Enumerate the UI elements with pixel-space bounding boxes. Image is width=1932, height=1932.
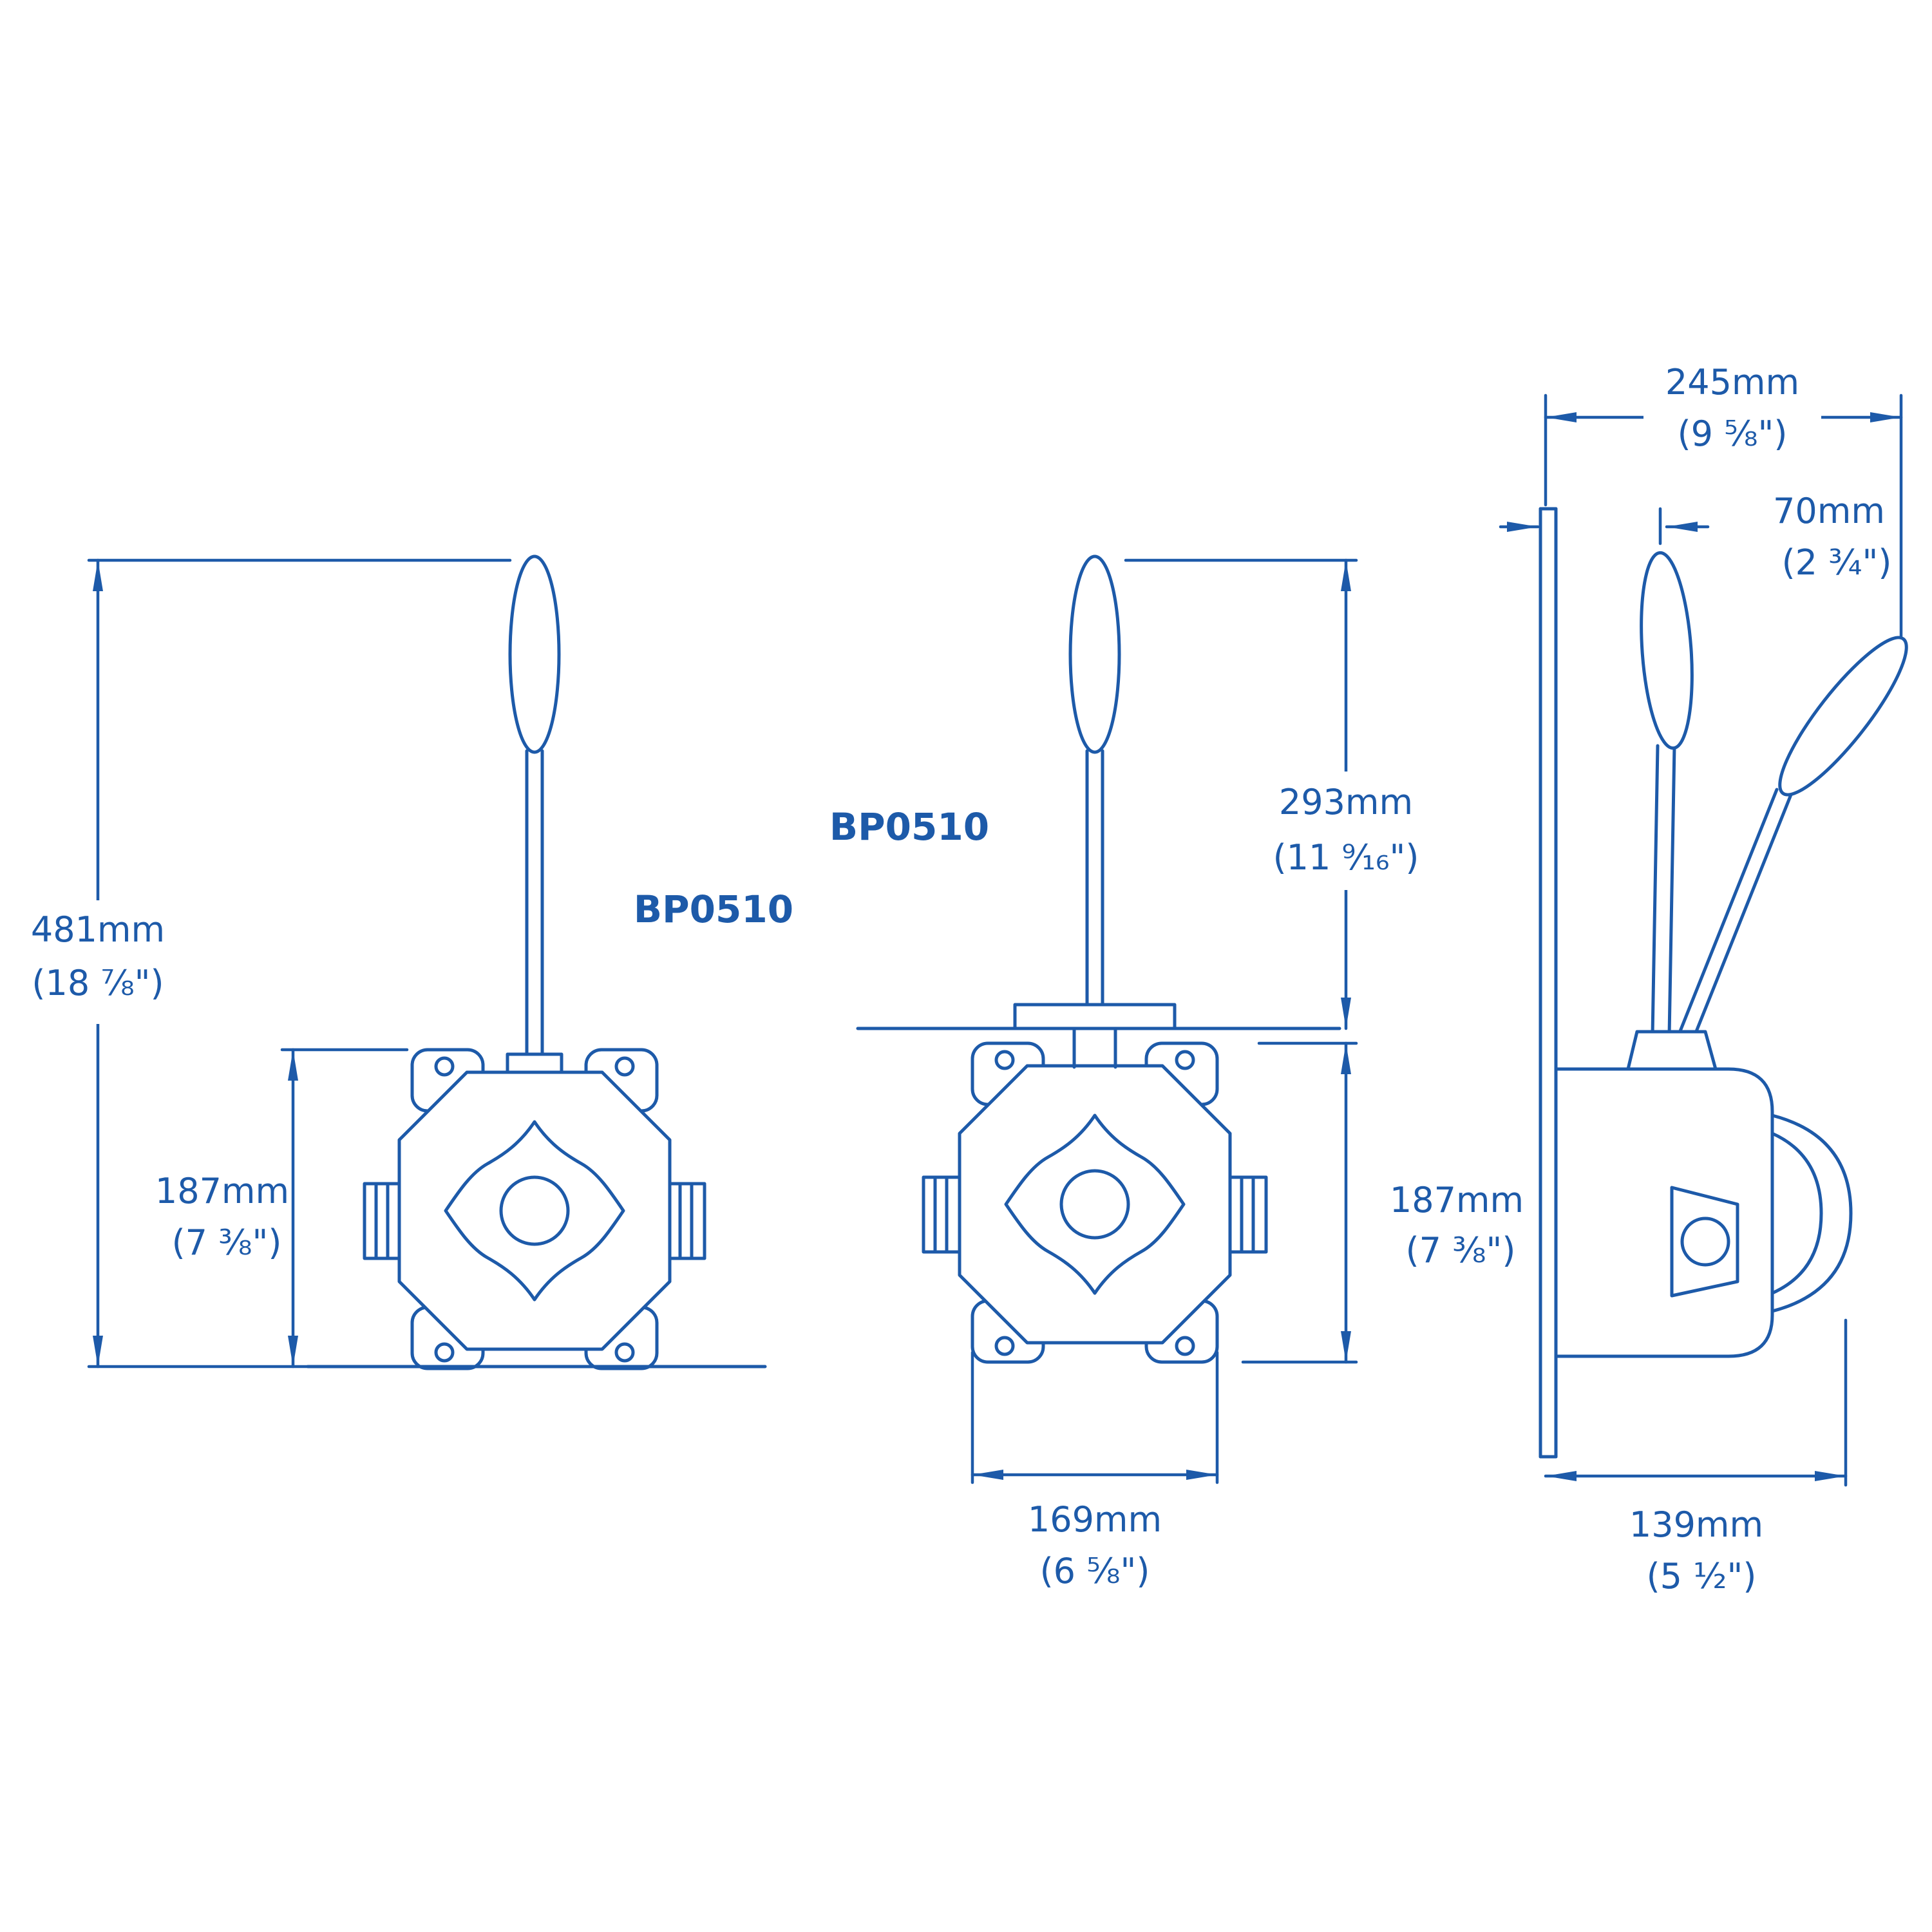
end-dome: [1770, 1113, 1853, 1313]
screw-hole: [1175, 1050, 1195, 1070]
bracket-hole: [1680, 1217, 1730, 1267]
mid-body-width-imperial: (6 ⅝"): [1040, 1551, 1150, 1591]
hose-port-right: [667, 1182, 706, 1260]
screw-hole: [994, 1336, 1015, 1356]
body-octagon: [958, 1064, 1232, 1345]
handle-collar: [506, 1052, 564, 1074]
side-depth-dimension: 139mm (5 ½"): [1544, 1318, 1848, 1596]
mid-handle-height-imperial: (11 ⁹⁄₁₆"): [1273, 837, 1419, 878]
side-sweep-imperial: (9 ⅝"): [1678, 413, 1788, 454]
center-hub: [1059, 1169, 1130, 1240]
handle-grip: [508, 554, 561, 754]
side-offset-imperial: (2 ¾"): [1782, 542, 1892, 583]
mid-handle-height-metric: 293mm: [1279, 782, 1413, 822]
body-octagon: [397, 1070, 672, 1351]
mid-body-width-metric: 169mm: [1028, 1499, 1162, 1540]
deck-flange: [1013, 1003, 1177, 1030]
mid-handle-height-dimension: 293mm (11 ⁹⁄₁₆"): [1124, 558, 1437, 1030]
mid-body-height-imperial: (7 ⅜"): [1406, 1230, 1516, 1271]
side-pump-body: [1554, 1067, 1853, 1358]
hose-port-right: [1228, 1175, 1268, 1254]
screw-hole: [434, 1056, 455, 1077]
valve-cover-ornament: [444, 1120, 625, 1302]
front-model-label: BP0510: [634, 887, 793, 931]
label-mask: [1255, 772, 1437, 890]
mid-body-height-dimension: 187mm (7 ⅜"): [1241, 1041, 1524, 1364]
side-handle-swung: [1672, 636, 1908, 1054]
hose-port-left: [922, 1175, 961, 1254]
handle-grip: [1778, 636, 1908, 797]
hose-port-left: [363, 1182, 402, 1260]
bulkhead-panel: [1539, 507, 1558, 1459]
side-handle-vertical: [1640, 551, 1694, 1037]
deck-mounted-view: 293mm (11 ⁹⁄₁₆") 187mm (7 ⅜") 169mm (6 ⅝…: [829, 554, 1524, 1591]
front-body-height-imperial: (7 ⅜"): [172, 1222, 282, 1263]
side-sweep-dimension: 245mm (9 ⅝"): [1544, 354, 1903, 638]
center-hub: [499, 1175, 570, 1246]
label-mask: [26, 900, 170, 1024]
handle-grip: [1640, 551, 1694, 750]
valve-cover-ornament: [1004, 1113, 1186, 1295]
handle-pivot-yoke: [1626, 1030, 1718, 1071]
mid-body-width-dimension: 169mm (6 ⅝"): [971, 1350, 1219, 1591]
clamp-bracket: [1670, 1186, 1739, 1298]
front-body-height-metric: 187mm: [155, 1171, 289, 1211]
handle-shaft: [1686, 793, 1793, 1054]
screw-hole: [1175, 1336, 1195, 1356]
handle-shaft: [1651, 744, 1660, 1037]
side-depth-imperial: (5 ½"): [1647, 1556, 1757, 1596]
front-overall-height-dimension: 481mm (18 ⅞"): [26, 558, 512, 1368]
front-overall-height-imperial: (18 ⅞"): [32, 963, 164, 1003]
side-offset-metric: 70mm: [1773, 491, 1885, 531]
screw-hole: [614, 1342, 635, 1363]
front-view: 481mm (18 ⅞") 187mm (7 ⅜"): [26, 554, 793, 1370]
side-depth-metric: 139mm: [1629, 1504, 1763, 1545]
mid-pump-body: [922, 1003, 1268, 1364]
mid-handle: [1068, 554, 1121, 1007]
mid-body-height-metric: 187mm: [1390, 1180, 1524, 1220]
dome-seam: [1770, 1132, 1823, 1295]
screw-hole: [434, 1342, 455, 1363]
body-profile: [1554, 1067, 1774, 1358]
label-mask: [1643, 354, 1821, 459]
front-pump-body: [306, 1048, 767, 1370]
screw-hole: [994, 1050, 1015, 1070]
mid-model-label: BP0510: [829, 805, 989, 849]
handle-grip: [1068, 554, 1121, 754]
screw-hole: [614, 1056, 635, 1077]
front-overall-height-metric: 481mm: [31, 909, 165, 950]
side-view: 245mm (9 ⅝") 70mm (2 ¾") 139mm (5 ½"): [1499, 354, 1908, 1596]
side-offset-dimension: 70mm (2 ¾"): [1499, 491, 1892, 583]
handle-shaft: [1672, 788, 1779, 1049]
side-sweep-metric: 245mm: [1665, 362, 1799, 402]
handle-shaft: [1667, 744, 1676, 1037]
front-handle: [506, 554, 564, 1074]
front-body-height-dimension: 187mm (7 ⅜"): [155, 1048, 409, 1368]
